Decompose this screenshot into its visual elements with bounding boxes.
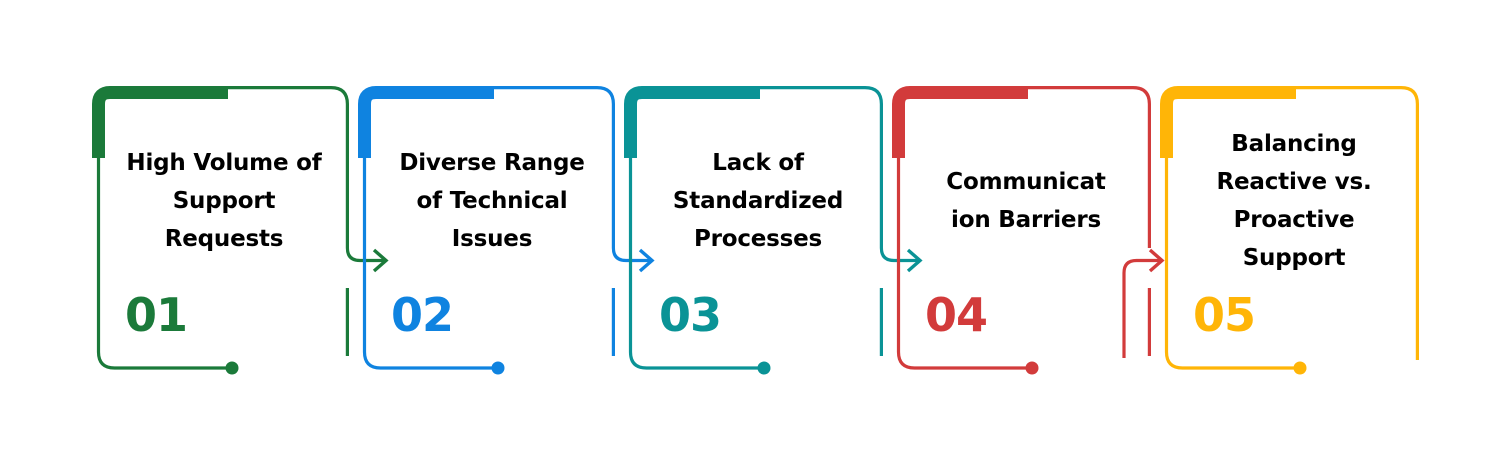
step-arrow-04 — [1122, 258, 1161, 358]
step-accent-bar-04 — [892, 86, 1028, 158]
step-top-right-corner-05 — [1296, 86, 1419, 360]
step-end-dot-02 — [491, 361, 505, 375]
step-accent-bar-02 — [358, 86, 494, 158]
step-arrow-03 — [879, 247, 919, 263]
step-top-right-corner-02 — [494, 86, 615, 248]
step-label-05: Balancing Reactive vs. Proactive Support — [1216, 131, 1372, 271]
step-group-01[interactable] — [92, 86, 389, 375]
step-top-right-corner-04 — [1028, 86, 1151, 248]
step-arrow-01 — [345, 247, 385, 263]
step-accent-bar-03 — [624, 86, 760, 158]
step-outline-04 — [896, 92, 1030, 370]
step-label-03: Lack of Standardized Processes — [672, 150, 844, 252]
step-outline-05 — [1164, 92, 1298, 370]
step-accent-bar-05 — [1160, 86, 1296, 158]
step-outline-03 — [628, 92, 762, 370]
step-end-dot-03 — [757, 361, 771, 375]
step-arrowhead-01 — [372, 248, 389, 273]
step-top-right-corner-03 — [760, 86, 883, 248]
step-arrowhead-03 — [906, 248, 923, 273]
step-outline-02 — [362, 92, 496, 370]
step-number-05: 05 — [1193, 288, 1256, 342]
step-end-dot-01 — [225, 361, 239, 375]
step-end-dot-04 — [1025, 361, 1039, 375]
step-number-03: 03 — [659, 288, 722, 342]
step-group-05[interactable] — [1160, 86, 1419, 375]
step-number-02: 02 — [391, 288, 454, 342]
step-arrowhead-04 — [1148, 248, 1165, 273]
step-group-04[interactable] — [892, 86, 1165, 375]
step-group-03[interactable] — [624, 86, 923, 375]
step-end-dot-05 — [1293, 361, 1307, 375]
step-arrowhead-02 — [638, 248, 655, 273]
step-accent-bar-01 — [92, 86, 228, 158]
step-outline-01 — [96, 92, 230, 370]
step-number-04: 04 — [925, 288, 988, 342]
step-arrow-02 — [611, 247, 651, 263]
step-label-01: High Volume of Support Requests — [126, 150, 322, 252]
step-group-02[interactable] — [358, 86, 655, 375]
step-top-right-corner-01 — [228, 86, 349, 248]
step-label-04: Communicat ion Barriers — [946, 169, 1106, 233]
step-label-02: Diverse Range of Technical Issues — [399, 150, 585, 252]
step-number-01: 01 — [125, 288, 188, 342]
